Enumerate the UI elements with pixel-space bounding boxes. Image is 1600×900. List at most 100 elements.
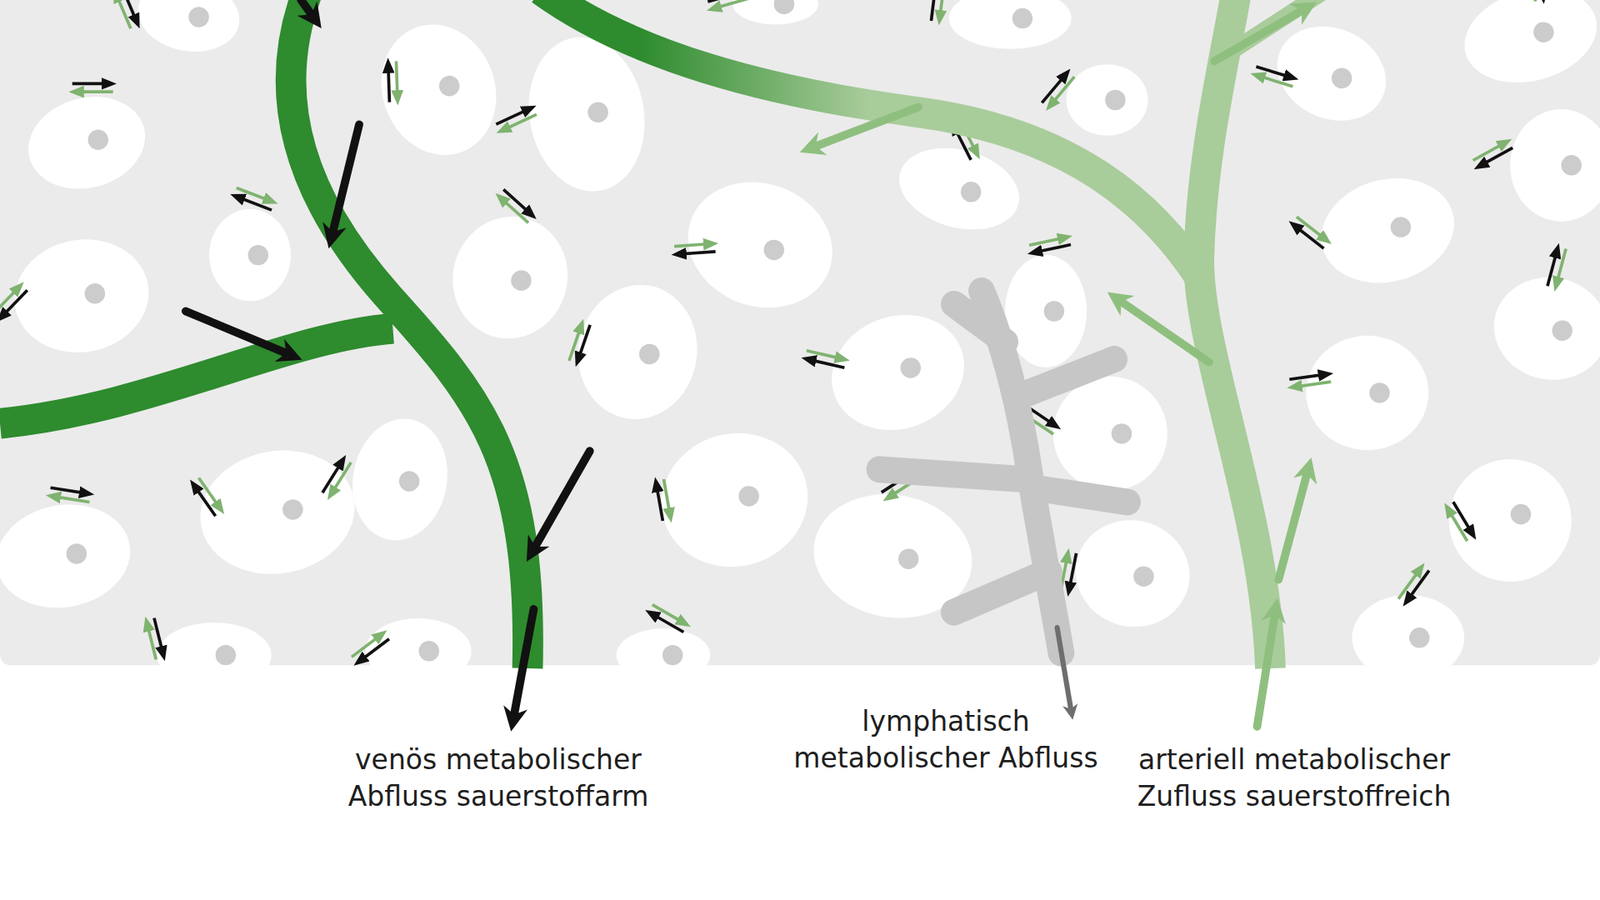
flow-label: arteriell metabolischer Zufluss sauersto… [1110,741,1478,815]
inflow-arrow [199,477,220,508]
inflow-arrow [1029,237,1065,245]
cell [209,209,291,301]
cell [646,416,824,583]
outflow-arrow [72,82,110,86]
cell [732,0,819,25]
exchange-arrows [192,477,223,516]
exchange-arrows [1473,140,1514,168]
cell-body [1426,436,1595,605]
exchange-arrows [648,605,688,633]
cell-nucleus [774,0,795,15]
exchange-arrows [145,618,164,660]
cell-nucleus [65,541,89,565]
cell-body [1053,376,1168,491]
outflow-arrow [50,487,88,494]
cell-body [1066,64,1149,136]
exchange-arrows [498,189,535,223]
inflow-arrow [714,0,750,9]
inflow-arrow [236,187,271,201]
cell-nucleus [1044,300,1065,321]
exchange-arrows [930,0,945,22]
cell [132,0,245,60]
cell [1005,255,1087,368]
cell-nucleus [419,640,440,661]
cell-body [949,0,1072,50]
cell-body [190,438,365,586]
cell-nucleus [760,236,787,263]
cell-nucleus [215,645,236,665]
cell-nucleus [1328,65,1356,93]
cell-body [439,203,582,351]
inflow-arrow [1556,248,1566,285]
cell [365,618,471,684]
inflow-arrow [53,496,90,503]
cell-nucleus [1105,90,1125,110]
cell-nucleus [1130,564,1156,590]
cell [363,8,515,172]
exchange-arrows [1547,246,1566,289]
cell-nucleus [248,245,269,265]
inflow-arrow [1296,216,1326,240]
flow-label: lymphatisch metabolischer Abfluss [770,703,1121,777]
cell [1426,436,1595,605]
cell-nucleus [1550,318,1575,342]
exchange-arrows [233,187,275,210]
exchange-arrows [322,458,351,498]
outflow-arrow [1069,553,1076,590]
cell [1351,595,1465,681]
cell-nucleus [508,268,534,294]
cell-body [890,135,1029,243]
cells [0,0,1600,688]
exchange-arrows [495,106,537,132]
cell [616,628,711,682]
inflow-arrow [1050,76,1075,105]
cell-nucleus [1012,8,1033,29]
cell-nucleus [585,100,610,125]
cell-body [732,0,819,25]
exchange-arrows [569,322,590,365]
cell-nucleus [186,5,210,29]
cell-nucleus [1369,382,1390,403]
outflow-arrow [808,359,845,368]
inflow-arrow [1531,0,1536,2]
cell-body [132,0,245,60]
exchange-arrows [1291,216,1330,249]
cell-body [363,8,515,172]
cell [890,135,1029,243]
cell-body [1454,0,1600,97]
inflow-arrow [674,244,711,247]
cell [1066,64,1149,136]
cell [1063,507,1201,640]
inflow-arrow [940,0,945,18]
cell-body [1485,268,1600,389]
cell-nucleus [280,497,305,521]
exchange-arrows [351,632,390,664]
cell-body [209,209,291,301]
cell-body [1351,595,1465,681]
exchange-arrows [1530,0,1544,2]
exchange-arrows [655,479,671,521]
outflow-arrow [154,618,164,655]
exchange-arrows [388,60,398,102]
cell-nucleus [85,127,111,153]
cell-nucleus [662,645,683,665]
outflow-arrow [503,189,531,214]
cell [1485,268,1600,389]
outflow-arrow [1407,570,1430,601]
outflow-arrow [679,251,716,255]
cell-nucleus [435,72,462,99]
cell-nucleus [736,483,762,509]
cell [1454,0,1600,97]
inflow-arrow [569,325,581,361]
cell-body [18,84,156,202]
outflow-arrow [495,109,530,125]
cell-nucleus [1388,215,1414,240]
cell [949,0,1072,50]
outflow-arrow [1453,501,1473,534]
flow-arrows [185,0,1309,727]
vessels [0,0,1327,669]
exchange-arrows [72,83,114,92]
cell [157,622,272,688]
exchange-arrows [1398,565,1430,604]
outflow-arrow [1041,75,1065,104]
